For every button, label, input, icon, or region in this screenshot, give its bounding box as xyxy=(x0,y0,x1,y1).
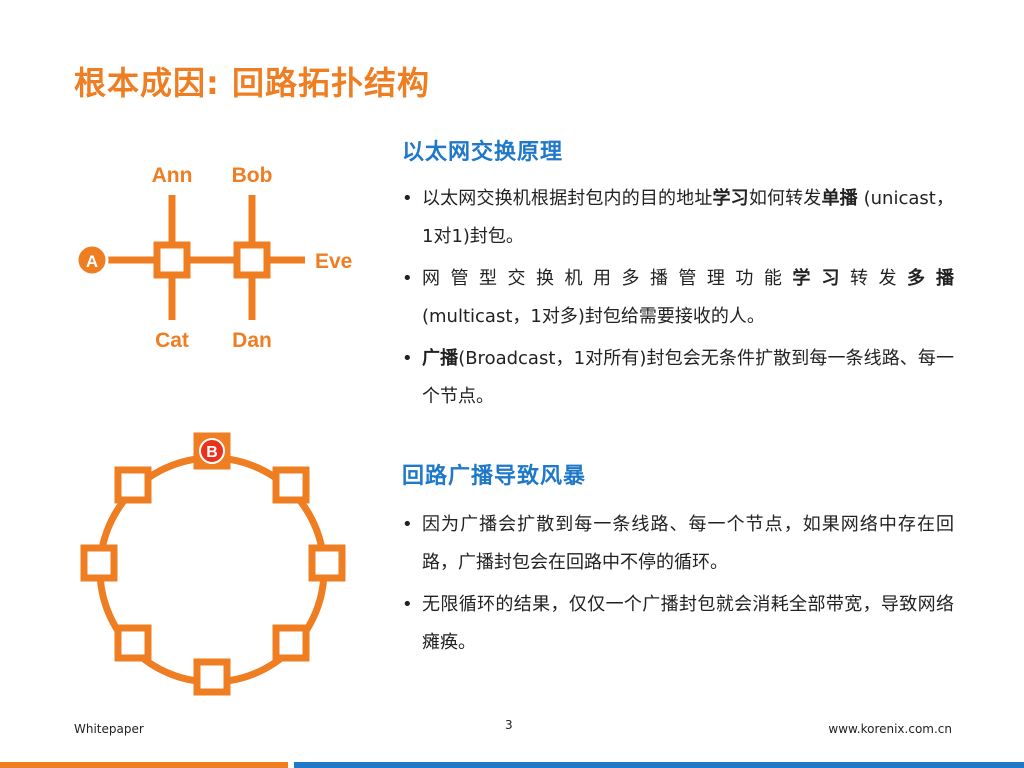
badge-a-circle xyxy=(75,243,109,277)
footer-website[interactable]: www.korenix.com.cn xyxy=(828,722,952,736)
footer-bar-orange xyxy=(0,762,288,768)
bullet-emphasis: 学习 xyxy=(712,188,749,209)
bullet-list-ethernet: 以太网交换机根据封包内的目的地址学习如何转发单播 (unicast， 1对1)封… xyxy=(402,180,954,420)
page-title: 根本成因: 回路拓扑结构 xyxy=(74,64,430,102)
ring-node xyxy=(114,466,152,504)
bullet-list-storm: 因为广播会扩散到每一条线路、每一个节点，如果网络中存在回路，广播封包会在回路中不… xyxy=(402,506,954,666)
switch-node-1 xyxy=(153,241,191,279)
bullet-emphasis: 广播 xyxy=(422,348,459,369)
footer-whitepaper: Whitepaper xyxy=(74,722,144,736)
bullet-emphasis: 学 习 xyxy=(792,268,842,289)
bullet-item: 以太网交换机根据封包内的目的地址学习如何转发单播 (unicast， 1对1)封… xyxy=(402,180,954,256)
bullet-text: 因为广播会扩散到每一条线路、每一个节点，如果网络中存在回路，广播封包会在回路中不… xyxy=(422,514,954,573)
bullet-text: (multicast，1对多)封包给需要接收的人。 xyxy=(422,306,765,327)
bullet-item: 网 管 型 交 换 机 用 多 播 管 理 功 能 学 习 转 发 多 播 (m… xyxy=(402,260,954,336)
ring-node xyxy=(80,544,118,582)
badge-a: A xyxy=(86,252,98,271)
bullet-item: 无限循环的结果，仅仅一个广播封包就会消耗全部带宽，导致网络瘫痪。 xyxy=(402,586,954,662)
label-eve: Eve xyxy=(315,250,352,273)
footer-bar-blue xyxy=(294,762,1024,768)
ring-topology: B xyxy=(80,432,346,696)
bullet-text: 如何转发 xyxy=(748,188,822,209)
bullet-text: 以太网交换机根据封包内的目的地址 xyxy=(422,188,713,209)
label-bob: Bob xyxy=(232,164,273,187)
bullet-text: (unicast， 1对1)封包。 xyxy=(422,188,954,247)
bullet-text: 网 管 型 交 换 机 用 多 播 管 理 功 能 xyxy=(422,268,793,289)
bullet-text: (Broadcast，1对所有)封包会无条件扩散到每一条线路、每一个节点。 xyxy=(422,348,954,407)
bullet-text: 无限循环的结果，仅仅一个广播封包就会消耗全部带宽，导致网络瘫痪。 xyxy=(422,594,954,653)
badge-b: B xyxy=(206,444,218,461)
ring-node xyxy=(114,624,152,662)
ring-node xyxy=(193,658,231,696)
ring-node xyxy=(272,624,310,662)
bullet-item: 广播(Broadcast，1对所有)封包会无条件扩散到每一条线路、每一个节点。 xyxy=(402,340,954,416)
bullet-emphasis: 单播 xyxy=(821,188,858,209)
bullet-text: 转 发 xyxy=(841,268,907,289)
page-number: 3 xyxy=(505,718,513,732)
label-dan: Dan xyxy=(232,329,272,352)
bus-topology xyxy=(108,195,305,320)
bullet-emphasis: 多 播 xyxy=(906,268,954,289)
network-diagram: A Ann Bob Eve Cat Dan B xyxy=(75,164,352,696)
ring-node xyxy=(308,544,346,582)
bullet-item: 因为广播会扩散到每一条线路、每一个节点，如果网络中存在回路，广播封包会在回路中不… xyxy=(402,506,954,582)
switch-node-2 xyxy=(233,241,271,279)
label-ann: Ann xyxy=(152,164,193,187)
ring-node xyxy=(272,466,310,504)
label-cat: Cat xyxy=(155,329,189,352)
badge-b-circle xyxy=(199,438,225,464)
section-heading-ethernet: 以太网交换原理 xyxy=(402,140,564,165)
section-heading-storm: 回路广播导致风暴 xyxy=(402,464,587,489)
